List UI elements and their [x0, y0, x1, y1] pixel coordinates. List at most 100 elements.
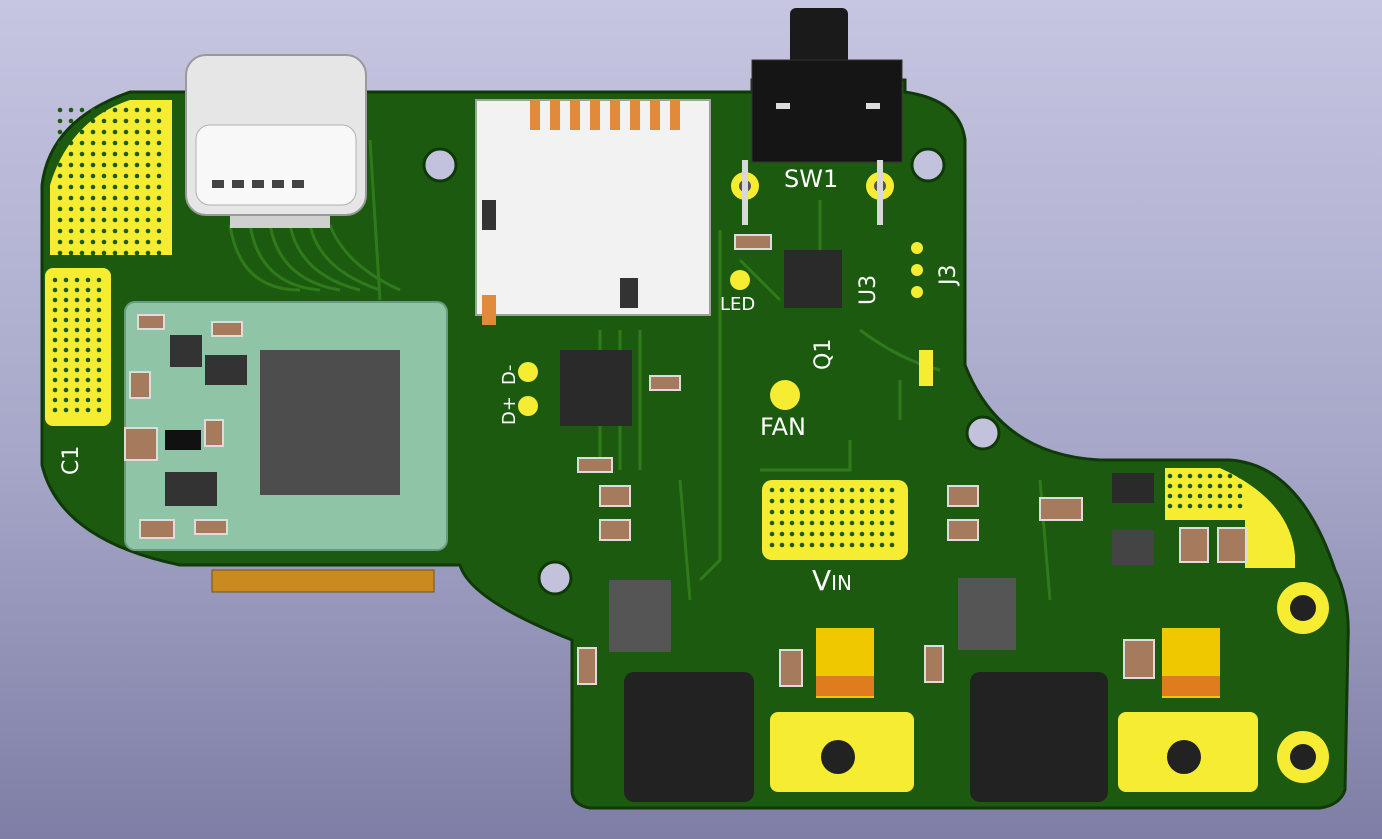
- via: [156, 217, 162, 223]
- via: [156, 206, 162, 212]
- via: [79, 162, 85, 168]
- via: [112, 140, 118, 146]
- via: [68, 162, 74, 168]
- via: [112, 129, 118, 135]
- via: [134, 261, 140, 267]
- via: [112, 239, 118, 245]
- via: [1177, 503, 1183, 509]
- via: [68, 151, 74, 157]
- via: [869, 531, 875, 537]
- sd-card-slot: [475, 99, 711, 325]
- via: [849, 531, 855, 537]
- capacitor: [734, 234, 772, 250]
- via: [74, 377, 80, 383]
- integrated-circuits: [560, 250, 1154, 652]
- via: [112, 118, 118, 124]
- via: [134, 129, 140, 135]
- via: [809, 487, 815, 493]
- via: [809, 509, 815, 515]
- via: [134, 250, 140, 256]
- copper-pour-right: [1165, 468, 1295, 568]
- via: [1217, 503, 1223, 509]
- via: [769, 531, 775, 537]
- label-q1: Q1: [811, 339, 836, 370]
- via: [859, 498, 865, 504]
- capacitor: [137, 314, 165, 330]
- via: [839, 520, 845, 526]
- via: [101, 239, 107, 245]
- via: [85, 317, 91, 323]
- via: [1177, 493, 1183, 499]
- via: [57, 173, 63, 179]
- via: [85, 297, 91, 303]
- via: [145, 239, 151, 245]
- via: [1177, 473, 1183, 479]
- usb-c-connector: [185, 54, 367, 228]
- via: [889, 509, 895, 515]
- via: [68, 250, 74, 256]
- via: [79, 118, 85, 124]
- capacitor: [779, 649, 803, 687]
- via: [145, 261, 151, 267]
- via: [134, 239, 140, 245]
- tantalum-capacitors: [816, 628, 1220, 698]
- via: [156, 239, 162, 245]
- via: [879, 487, 885, 493]
- via: [57, 195, 63, 201]
- via: [63, 277, 69, 283]
- via: [101, 140, 107, 146]
- via: [96, 337, 102, 343]
- via: [90, 250, 96, 256]
- via: [869, 542, 875, 548]
- via: [96, 357, 102, 363]
- passive-components: [124, 234, 1247, 687]
- wifi-module: [124, 301, 448, 551]
- via: [156, 250, 162, 256]
- via: [96, 317, 102, 323]
- via: [63, 337, 69, 343]
- via: [123, 151, 129, 157]
- via: [829, 498, 835, 504]
- via: [889, 542, 895, 548]
- via: [1207, 473, 1213, 479]
- via: [123, 195, 129, 201]
- via: [101, 217, 107, 223]
- via: [85, 357, 91, 363]
- via: [52, 327, 58, 333]
- capacitor: [947, 485, 979, 507]
- via: [57, 206, 63, 212]
- via: [859, 509, 865, 515]
- via: [63, 387, 69, 393]
- label-sw1: SW1: [784, 165, 838, 193]
- via: [1237, 483, 1243, 489]
- via: [1167, 483, 1173, 489]
- via: [1227, 473, 1233, 479]
- via: [156, 261, 162, 267]
- via: [829, 520, 835, 526]
- via: [85, 337, 91, 343]
- via: [889, 498, 895, 504]
- via: [112, 217, 118, 223]
- via: [145, 129, 151, 135]
- via: [112, 261, 118, 267]
- via: [63, 307, 69, 313]
- via: [879, 542, 885, 548]
- via: [79, 261, 85, 267]
- via: [145, 162, 151, 168]
- via: [789, 498, 795, 504]
- via: [145, 151, 151, 157]
- via: [79, 195, 85, 201]
- tactile-switch: [731, 8, 903, 225]
- via: [57, 151, 63, 157]
- via: [819, 509, 825, 515]
- capacitor: [577, 457, 613, 473]
- via: [68, 118, 74, 124]
- via: [859, 520, 865, 526]
- capacitor: [924, 645, 944, 683]
- capacitor: [599, 519, 631, 541]
- mounting-holes: [422, 147, 1001, 596]
- via: [869, 487, 875, 493]
- via: [112, 151, 118, 157]
- via: [96, 327, 102, 333]
- via: [1167, 503, 1173, 509]
